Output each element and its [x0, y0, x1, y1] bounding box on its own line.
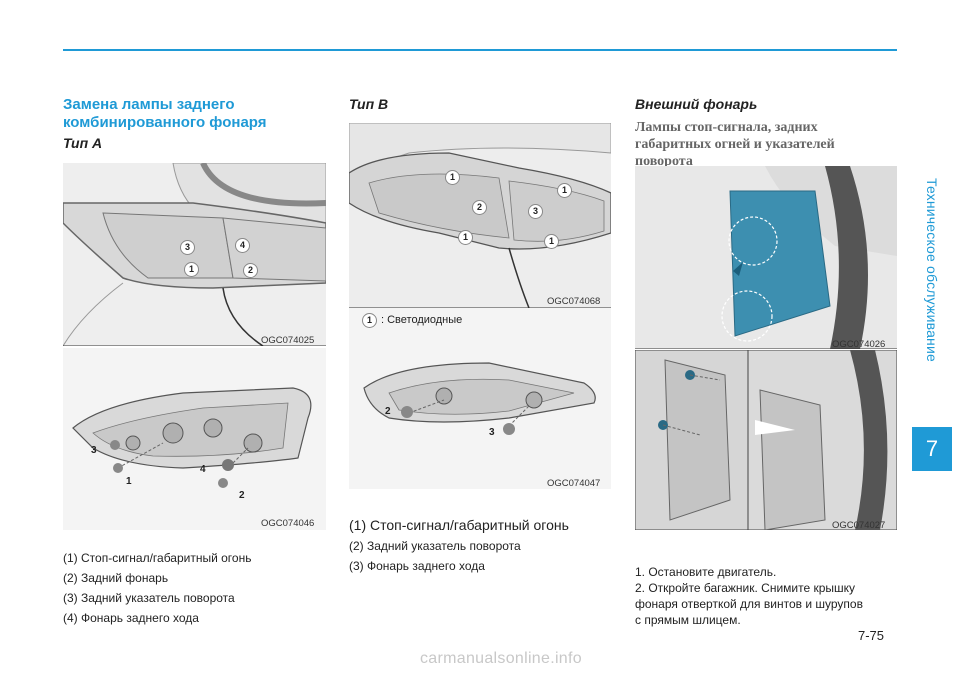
tail-lamp-type-a-bulbs-diagram: 3 4 1 2 OGC074046 [63, 348, 326, 530]
figure-code: OGC074027 [832, 520, 886, 530]
header-rule [63, 49, 897, 51]
type-a-label: Тип A [63, 135, 103, 151]
type-a-item-list: (1) Стоп-сигнал/габаритный огонь (2) Зад… [63, 550, 251, 626]
tail-lamp-type-a-photo: 3 4 1 2 OGC074025 [63, 163, 326, 346]
tail-lamp-type-a-drawing [63, 163, 326, 346]
callout-3: 3 [91, 445, 97, 456]
section-title-line-1: Замена лампы заднего [63, 96, 235, 113]
callout-2: 2 [472, 200, 487, 215]
type-b-label: Тип B [349, 96, 389, 112]
lamp-cover-removal-photo: OGC074026 [635, 166, 897, 349]
step-line: с прямым шлицем. [635, 613, 741, 627]
procedure-steps: 1. Остановите двигатель. 2. Откройте баг… [635, 564, 898, 628]
figure-code: OGC074026 [832, 339, 886, 349]
figure-code: OGC074046 [261, 518, 315, 529]
page-number: 7-75 [858, 628, 885, 643]
figure-code: OGC074068 [547, 296, 601, 307]
callout-2: 2 [243, 263, 258, 278]
callout-3: 3 [180, 240, 195, 255]
figure-code: OGC074025 [261, 335, 315, 346]
tail-lamp-type-b-photo: 1 1 2 3 1 1 OGC074068 [349, 123, 611, 308]
step-line: фонаря отверткой для винтов и шурупов [635, 597, 863, 611]
tail-lamp-type-b-bulbs-diagram: 1 : Светодиодные 2 3 OGC074047 [349, 308, 611, 489]
legend-callout-1: 1 [362, 313, 377, 328]
callout-1: 1 [445, 170, 460, 185]
list-item-emphasized: (1) Стоп-сигнал/габаритный огонь [349, 517, 569, 533]
watermark-text: carmanualsonline.info [420, 650, 582, 667]
figure-code: OGC074047 [547, 478, 601, 489]
list-item: (3) Фонарь заднего хода [349, 559, 485, 573]
callout-1: 1 [557, 183, 572, 198]
subheading-line: поворота [635, 154, 693, 169]
screw-removal-diagram: OGC074027 [635, 350, 897, 530]
list-item: (4) Фонарь заднего хода [63, 611, 199, 625]
legend-text: : Светодиодные [381, 314, 463, 326]
list-item: (3) Задний указатель поворота [63, 591, 235, 605]
lamp-housing-drawing [63, 348, 326, 530]
callout-1: 1 [544, 234, 559, 249]
list-item: (2) Задний фонарь [63, 571, 169, 585]
chapter-number-badge: 7 [912, 427, 952, 471]
callout-1: 1 [184, 262, 199, 277]
callout-2: 2 [385, 406, 391, 417]
bulb-subheading: Лампы стоп-сигнала, задних габаритных ог… [635, 119, 900, 170]
callout-1: 1 [126, 476, 132, 487]
sidebar-section-label: Техническое обслуживание [912, 120, 952, 420]
callout-3: 3 [528, 204, 543, 219]
list-item: (2) Задний указатель поворота [349, 539, 521, 553]
step-line: 2. Откройте багажник. Снимите крышку [635, 581, 856, 595]
callout-3: 3 [489, 427, 495, 438]
list-item: (1) Стоп-сигнал/габаритный огонь [63, 551, 252, 565]
callout-1: 1 [458, 230, 473, 245]
lamp-housing-drawing [349, 308, 611, 489]
type-b-item-list: (1) Стоп-сигнал/габаритный огонь (2) Зад… [349, 517, 569, 574]
section-title: Замена лампы заднего комбинированного фо… [63, 96, 333, 132]
subheading-line: габаритных огней и указателей [635, 137, 835, 152]
tail-lamp-type-b-drawing [349, 123, 611, 308]
callout-4: 4 [200, 464, 206, 475]
section-title-line-2: комбинированного фонаря [63, 114, 267, 131]
sidebar-label-text: Техническое обслуживание [924, 178, 940, 362]
callout-2: 2 [239, 490, 245, 501]
step-line: 1. Остановите двигатель. [635, 565, 777, 579]
lamp-cover-drawing [635, 166, 897, 349]
screw-detail-drawing [635, 350, 897, 530]
subheading-line: Лампы стоп-сигнала, задних [635, 120, 818, 135]
callout-4: 4 [235, 238, 250, 253]
exterior-lamp-heading: Внешний фонарь [635, 96, 758, 112]
